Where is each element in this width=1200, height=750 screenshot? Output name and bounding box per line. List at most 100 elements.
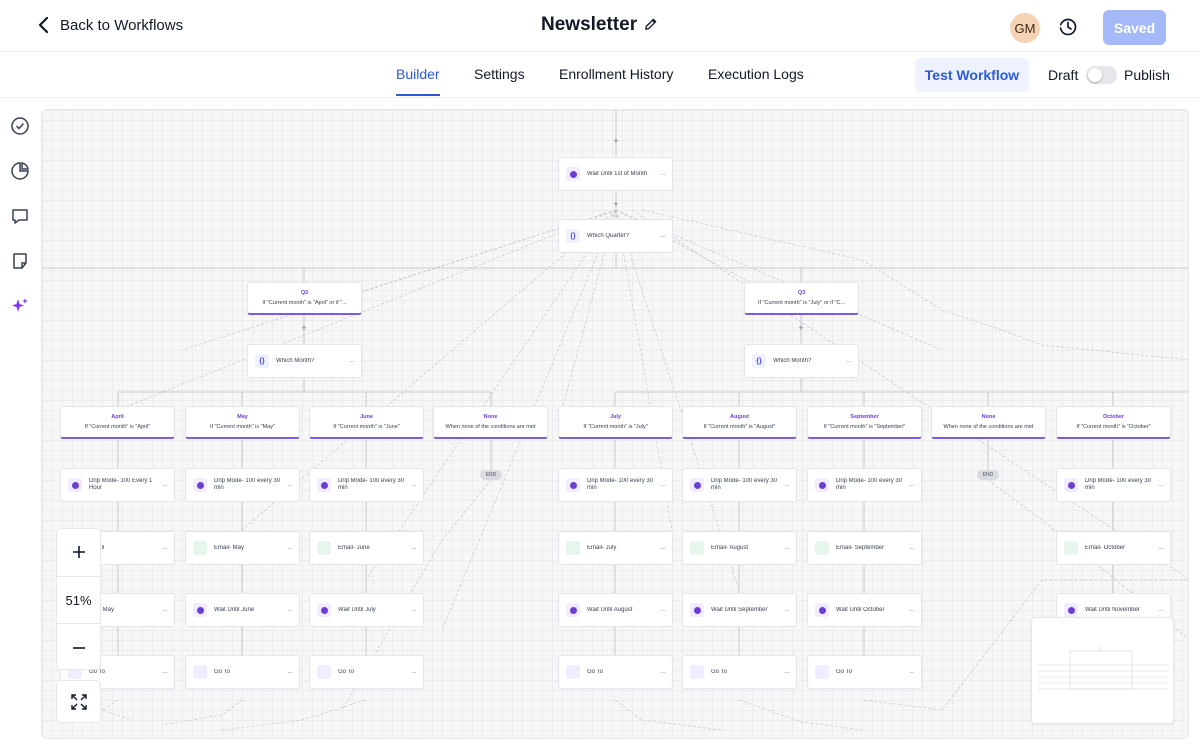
more-icon[interactable]: ··· bbox=[287, 480, 293, 490]
more-icon[interactable]: ··· bbox=[660, 169, 666, 179]
more-icon[interactable]: ··· bbox=[784, 480, 790, 490]
back-to-workflows-button[interactable]: Back to Workflows bbox=[38, 16, 183, 34]
which-month-node[interactable]: {} Which Month? ··· bbox=[744, 344, 859, 378]
saved-button[interactable]: Saved bbox=[1103, 10, 1166, 45]
drip-node[interactable]: Drip Mode- 100 every 30 min··· bbox=[682, 468, 797, 502]
more-icon[interactable]: ··· bbox=[162, 480, 168, 490]
goto-node[interactable]: Go To··· bbox=[185, 655, 300, 689]
more-icon[interactable]: ··· bbox=[660, 667, 666, 677]
check-circle-icon[interactable] bbox=[10, 116, 30, 136]
branch-condition: If "Current month" is "May" bbox=[210, 424, 275, 430]
goto-node[interactable]: Go To··· bbox=[309, 655, 424, 689]
branch-q3[interactable]: Q3 If "Current month" is "July" or if "C… bbox=[744, 282, 859, 315]
email-node[interactable]: Email- May··· bbox=[185, 531, 300, 565]
branch-name: Q2 bbox=[300, 290, 309, 296]
which-quarter-node[interactable]: {} Which Quarter? ··· bbox=[558, 219, 673, 253]
minimap[interactable] bbox=[1031, 617, 1174, 724]
more-icon[interactable]: ··· bbox=[909, 605, 915, 615]
email-node[interactable]: Email- October··· bbox=[1056, 531, 1171, 565]
more-icon[interactable]: ··· bbox=[909, 543, 915, 553]
add-step-plus[interactable]: + bbox=[798, 323, 804, 333]
tab-builder[interactable]: Builder bbox=[396, 66, 440, 82]
add-step-plus[interactable]: + bbox=[301, 323, 307, 333]
more-icon[interactable]: ··· bbox=[411, 605, 417, 615]
pie-chart-icon[interactable] bbox=[10, 161, 30, 181]
more-icon[interactable]: ··· bbox=[784, 543, 790, 553]
more-icon[interactable]: ··· bbox=[411, 480, 417, 490]
more-icon[interactable]: ··· bbox=[1158, 543, 1164, 553]
drip-node[interactable]: Drip Mode- 100 Every 1 Hour··· bbox=[60, 468, 175, 502]
sparkles-icon[interactable] bbox=[10, 296, 30, 316]
add-step-plus[interactable]: + bbox=[613, 136, 619, 146]
drip-node[interactable]: Drip Mode- 100 every 30 min··· bbox=[807, 468, 922, 502]
more-icon[interactable]: ··· bbox=[660, 543, 666, 553]
add-step-plus[interactable]: + bbox=[613, 199, 619, 209]
workflow-canvas[interactable]: + + + + Wait Until 1st of Month ··· {} W… bbox=[41, 109, 1189, 739]
goto-node[interactable]: Go To··· bbox=[558, 655, 673, 689]
clock-icon bbox=[1064, 603, 1078, 617]
more-icon[interactable]: ··· bbox=[660, 480, 666, 490]
more-icon[interactable]: ··· bbox=[162, 543, 168, 553]
wait-node[interactable]: Wait Until October··· bbox=[807, 593, 922, 627]
branch-name: July bbox=[609, 414, 621, 420]
drip-node[interactable]: Drip Mode- 100 every 30 min··· bbox=[1056, 468, 1171, 502]
goto-node[interactable]: Go To··· bbox=[807, 655, 922, 689]
wait-node[interactable]: Wait Until June··· bbox=[185, 593, 300, 627]
chat-icon[interactable] bbox=[10, 206, 30, 226]
wait-node[interactable]: Wait Until July··· bbox=[309, 593, 424, 627]
email-node[interactable]: Email- June··· bbox=[309, 531, 424, 565]
more-icon[interactable]: ··· bbox=[1158, 605, 1164, 615]
more-icon[interactable]: ··· bbox=[411, 667, 417, 677]
more-icon[interactable]: ··· bbox=[349, 356, 355, 366]
note-icon[interactable] bbox=[10, 251, 30, 271]
more-icon[interactable]: ··· bbox=[784, 667, 790, 677]
more-icon[interactable]: ··· bbox=[909, 480, 915, 490]
zoom-in-button[interactable] bbox=[57, 529, 100, 575]
which-month-node[interactable]: {} Which Month? ··· bbox=[247, 344, 362, 378]
node-label: Email- July bbox=[587, 544, 617, 551]
goto-node[interactable]: Go To··· bbox=[682, 655, 797, 689]
publish-toggle[interactable] bbox=[1086, 66, 1117, 84]
tab-enrollment-history[interactable]: Enrollment History bbox=[559, 66, 674, 82]
tab-settings[interactable]: Settings bbox=[474, 66, 525, 82]
wait-node[interactable]: Wait Until September··· bbox=[682, 593, 797, 627]
more-icon[interactable]: ··· bbox=[846, 356, 852, 366]
branch-q2[interactable]: Q2 If "Current month" is "April" or if "… bbox=[247, 282, 362, 315]
more-icon[interactable]: ··· bbox=[660, 605, 666, 615]
email-node[interactable]: Email- September··· bbox=[807, 531, 922, 565]
braces-icon: {} bbox=[752, 354, 766, 368]
more-icon[interactable]: ··· bbox=[1158, 480, 1164, 490]
more-icon[interactable]: ··· bbox=[162, 667, 168, 677]
tab-execution-logs[interactable]: Execution Logs bbox=[708, 66, 804, 82]
drip-node[interactable]: Drip Mode- 100 every 30 min··· bbox=[185, 468, 300, 502]
more-icon[interactable]: ··· bbox=[660, 231, 666, 241]
drip-node[interactable]: Drip Mode- 100 every 30 min··· bbox=[558, 468, 673, 502]
drip-node[interactable]: Drip Mode- 100 every 30 min··· bbox=[309, 468, 424, 502]
email-node[interactable]: Email- July ··· bbox=[558, 531, 673, 565]
more-icon[interactable]: ··· bbox=[411, 543, 417, 553]
email-node[interactable]: Email- August··· bbox=[682, 531, 797, 565]
history-icon[interactable] bbox=[1058, 17, 1078, 37]
more-icon[interactable]: ··· bbox=[162, 605, 168, 615]
wait-until-node[interactable]: Wait Until 1st of Month ··· bbox=[558, 157, 673, 191]
more-icon[interactable]: ··· bbox=[909, 667, 915, 677]
wait-node[interactable]: Wait Until August··· bbox=[558, 593, 673, 627]
avatar[interactable]: GM bbox=[1010, 13, 1040, 43]
more-icon[interactable]: ··· bbox=[784, 605, 790, 615]
more-icon[interactable]: ··· bbox=[287, 667, 293, 677]
test-workflow-button[interactable]: Test Workflow bbox=[915, 58, 1029, 92]
more-icon[interactable]: ··· bbox=[287, 543, 293, 553]
pencil-icon[interactable] bbox=[643, 17, 658, 32]
more-icon[interactable]: ··· bbox=[287, 605, 293, 615]
zoom-out-button[interactable] bbox=[57, 625, 100, 671]
fit-view-button[interactable] bbox=[56, 680, 101, 723]
